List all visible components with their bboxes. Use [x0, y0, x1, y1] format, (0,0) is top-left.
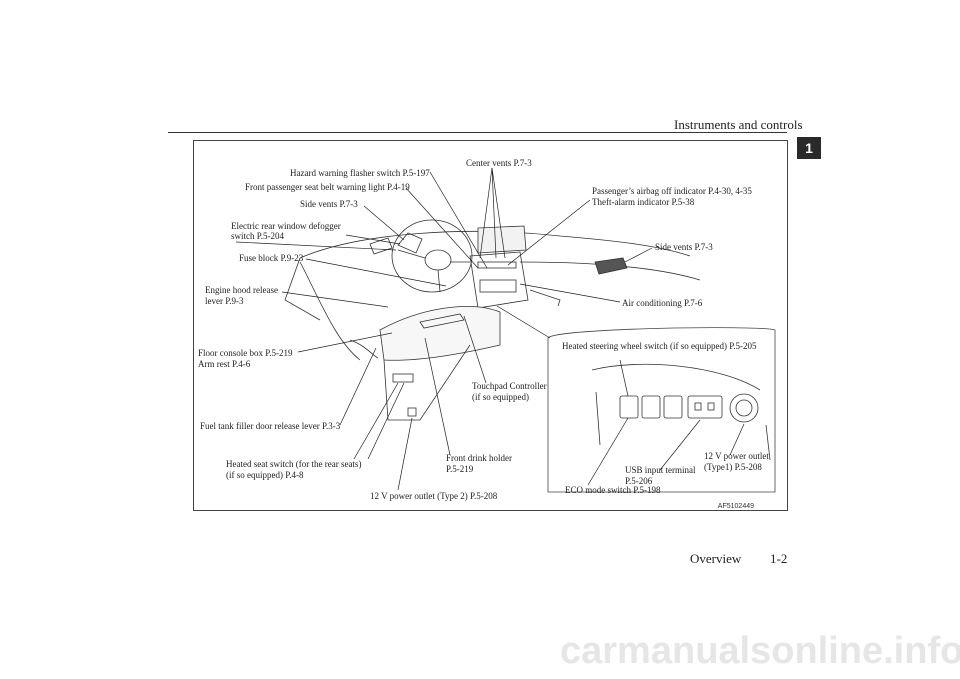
label-usb-2: P.5-206 [625, 476, 653, 486]
usb-port-1 [694, 402, 702, 411]
label-12v-type2: 12 V power outlet (Type 2) P.5-208 [370, 491, 498, 501]
label-front-passenger-belt: Front passenger seat belt warning light … [245, 182, 410, 192]
center-stack [469, 251, 529, 309]
label-hazard-switch: Hazard warning flasher switch P.5-197 [290, 168, 430, 178]
inset-right-edge [765, 424, 771, 461]
watermark: carmanualsonline.info [560, 630, 960, 672]
console-grip [419, 313, 465, 329]
label-side-vents-right: Side vents P.7-3 [655, 242, 713, 252]
header-rule [168, 132, 787, 133]
console-side [349, 339, 379, 359]
label-hood-release-2: lever P.9-3 [205, 296, 244, 306]
label-arm-rest: Arm rest P.4-6 [198, 359, 251, 369]
label-fuse-block: Fuse block P.9-23 [239, 253, 304, 263]
label-floor-console: Floor console box P.5-219 [198, 348, 293, 358]
console-body [383, 344, 471, 421]
switch-blank-1 [641, 395, 661, 419]
glovebox [529, 289, 561, 307]
label-drink-holder-1: Front drink holder [446, 453, 512, 463]
label-touchpad-1: Touchpad Controller [472, 381, 547, 391]
leader-lines [235, 167, 745, 491]
label-airbag-indicator: Passenger’s airbag off indicator P.4-30,… [592, 186, 752, 196]
right-side-vent [594, 257, 628, 275]
rear-power-outlet [407, 407, 417, 417]
inset-bezel [591, 363, 761, 391]
power-outlet-type1 [729, 393, 759, 423]
left-door [299, 261, 361, 361]
switch-blank-2 [663, 395, 683, 419]
label-usb-1: USB input terminal [625, 465, 696, 475]
footer-section: Overview [690, 551, 742, 566]
vent-slats [477, 261, 517, 269]
floor-console [379, 306, 501, 361]
rear-seat-switches [392, 373, 414, 383]
label-defogger-1: Electric rear window defogger [231, 221, 341, 231]
ac-panel [479, 279, 517, 293]
inset-left-edge [595, 391, 601, 446]
figure-reference: AF5102449 [717, 503, 754, 510]
label-defogger-2: switch P.5-204 [231, 231, 285, 241]
label-center-vents: Center vents P.7-3 [466, 158, 532, 168]
label-heated-seat-2: (if so equipped) P.4-8 [226, 470, 304, 480]
label-air-conditioning: Air conditioning P.7-6 [622, 298, 703, 308]
label-hood-release-1: Engine hood release [205, 285, 278, 295]
label-heated-wheel: Heated steering wheel switch (if so equi… [562, 341, 757, 351]
label-fuel-door: Fuel tank filler door release lever P.3-… [200, 421, 341, 431]
label-side-vents-left: Side vents P.7-3 [300, 199, 358, 209]
label-touchpad-2: (if so equipped) [472, 392, 529, 402]
label-12v-type1-1: 12 V power outlet [704, 451, 769, 461]
power-outlet-type1-inner [735, 399, 753, 417]
dash-top-line [299, 231, 691, 259]
steering-hub [424, 249, 452, 271]
windshield-left [284, 257, 321, 321]
label-12v-type1-2: (Type1) P.5-208 [704, 462, 762, 472]
switch-heated-wheel [619, 395, 639, 419]
label-eco-mode: ECO mode switch P.5-198 [565, 485, 661, 495]
label-drink-holder-2: P.5-219 [446, 464, 474, 474]
section-title: Instruments and controls [674, 117, 803, 132]
label-theft-alarm: Theft-alarm indicator P.5-38 [592, 197, 695, 207]
steering-spokes [397, 249, 470, 293]
left-side-vent [369, 237, 393, 255]
inset-panel [547, 327, 776, 493]
figure-frame [193, 140, 788, 511]
usb-port-2 [707, 402, 715, 411]
chapter-tab: 1 [797, 137, 821, 159]
instrument-cluster [397, 232, 423, 254]
label-heated-seat-1: Heated seat switch (for the rear seats) [226, 459, 362, 469]
footer-page-number: 1-2 [770, 551, 788, 566]
steering-wheel [391, 219, 473, 293]
usb-block [687, 395, 723, 419]
